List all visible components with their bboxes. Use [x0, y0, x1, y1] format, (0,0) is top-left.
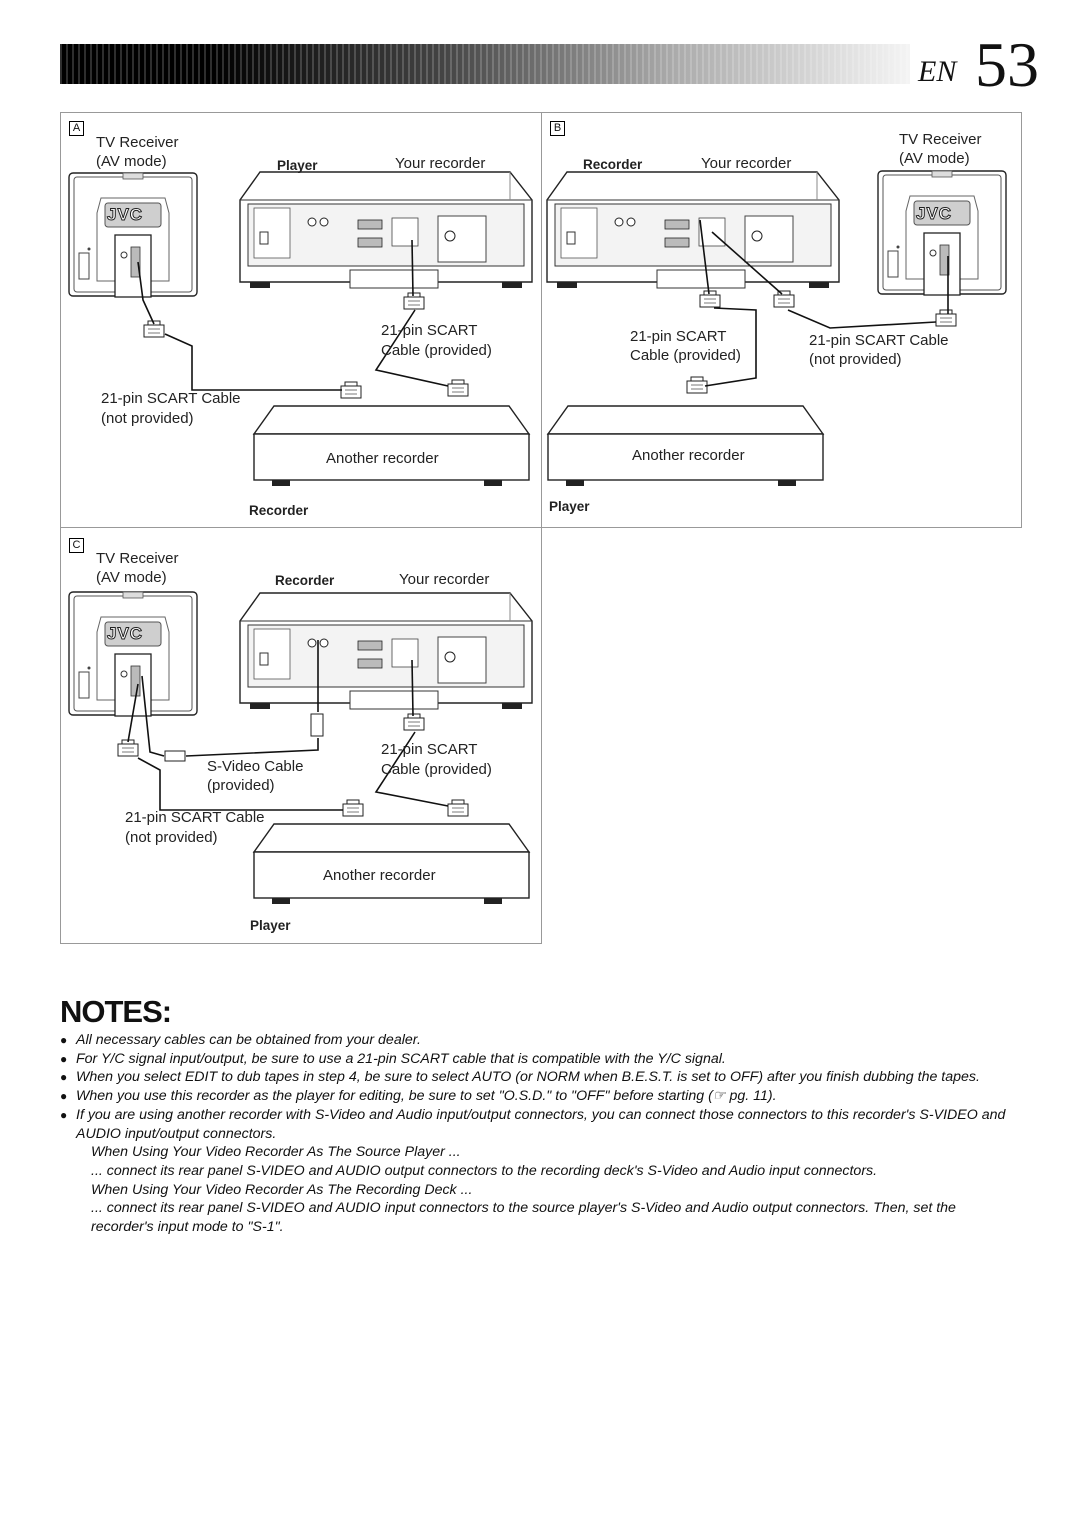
note-subtext: ... connect its rear panel S-VIDEO and A… [91, 1200, 956, 1236]
panel-b-tv-label: TV Receiver [899, 131, 982, 148]
bullet-icon: ● [60, 1070, 68, 1085]
panel-c-cable1-line1: 21-pin SCART [381, 741, 478, 758]
header-gradient-bar [60, 44, 910, 84]
note-text: For Y/C signal input/output, be sure to … [76, 1050, 726, 1067]
panel-b-your-recorder: Your recorder [701, 155, 792, 172]
panel-b-cable1-line2: Cable (provided) [630, 347, 741, 364]
note-text: When you select EDIT to dub tapes in ste… [76, 1069, 980, 1086]
note-item: ● All necessary cables can be obtained fr… [60, 1031, 1020, 1050]
note-text: If you are using another recorder with S… [76, 1106, 1006, 1142]
panel-c-tv-mode: (AV mode) [96, 569, 167, 586]
panel-b-role-bottom: Player [549, 499, 590, 514]
note-item: ● When you select EDIT to dub tapes in st… [60, 1068, 1020, 1087]
panel-a-cable1-line2: Cable (provided) [381, 342, 492, 359]
header-stripes [60, 44, 910, 84]
panel-b-frame [541, 112, 1022, 528]
bullet-icon: ● [60, 1051, 68, 1066]
note-item: ● When you use this recorder as the playe… [60, 1087, 1020, 1106]
panel-a-your-recorder: Your recorder [395, 155, 486, 172]
note-item: ● If you are using another recorder with … [60, 1106, 1020, 1143]
panel-a-letter: A [69, 121, 84, 136]
panel-c-role-bottom: Player [250, 918, 291, 933]
panel-b-tv-brand: JVC [915, 204, 953, 224]
panel-b-cable2-line2: (not provided) [809, 351, 902, 368]
panel-c-your-recorder: Your recorder [399, 571, 490, 588]
panel-a-cable2-line2: (not provided) [101, 410, 194, 427]
panel-b-cable1-line1: 21-pin SCART [630, 328, 727, 345]
panel-b-letter: B [550, 121, 565, 136]
panel-c-cable2-line1: 21-pin SCART Cable [125, 809, 265, 826]
panel-c-role-top: Recorder [275, 573, 335, 588]
panel-b-another-recorder: Another recorder [632, 447, 745, 464]
notes-heading: NOTES: [60, 994, 172, 1029]
panel-a-role-top: Player [277, 158, 318, 173]
panel-a-tv-brand: JVC [106, 205, 144, 225]
note-text: When you use this recorder as the player… [76, 1088, 777, 1105]
panel-c-frame [60, 527, 542, 944]
language-code: EN [918, 55, 957, 88]
panel-a-another-recorder: Another recorder [326, 450, 439, 467]
note-subheading: When Using Your Video Recorder As The Re… [91, 1181, 473, 1198]
bullet-icon: ● [60, 1089, 68, 1104]
bullet-icon: ● [60, 1033, 68, 1047]
panel-c-tv-label: TV Receiver [96, 550, 179, 567]
panel-c-svideo-line1: S-Video Cable [207, 758, 304, 775]
connection-diagrams [68, 170, 1007, 905]
panel-c-letter: C [69, 538, 84, 553]
panel-c-cable2-line2: (not provided) [125, 829, 218, 846]
note-item: ● For Y/C signal input/output, be sure to… [60, 1050, 1020, 1069]
panel-b-role-top: Recorder [583, 157, 643, 172]
page-number: 53 [975, 29, 1039, 100]
notes-list: ● All necessary cables can be obtained fr… [60, 1031, 1020, 1237]
panel-a-tv-mode: (AV mode) [96, 153, 167, 170]
bullet-icon: ● [60, 1107, 68, 1122]
note-subheading: When Using Your Video Recorder As The So… [91, 1144, 461, 1161]
panel-b-tv-mode: (AV mode) [899, 150, 970, 167]
panel-c-tv-brand: JVC [106, 624, 144, 644]
note-text: All necessary cables can be obtained fro… [76, 1032, 421, 1048]
panel-a-cable2-line1: 21-pin SCART Cable [101, 390, 241, 407]
panel-a-tv-label: TV Receiver [96, 134, 179, 151]
panel-a-role-bottom: Recorder [249, 503, 309, 518]
panel-c-svideo-line2: (provided) [207, 777, 275, 794]
panel-c-cable1-line2: Cable (provided) [381, 761, 492, 778]
note-subtext: ... connect its rear panel S-VIDEO and A… [91, 1162, 878, 1179]
panel-c-another-recorder: Another recorder [323, 867, 436, 884]
panel-b-cable2-line1: 21-pin SCART Cable [809, 332, 949, 349]
panel-a-cable1-line1: 21-pin SCART [381, 322, 478, 339]
